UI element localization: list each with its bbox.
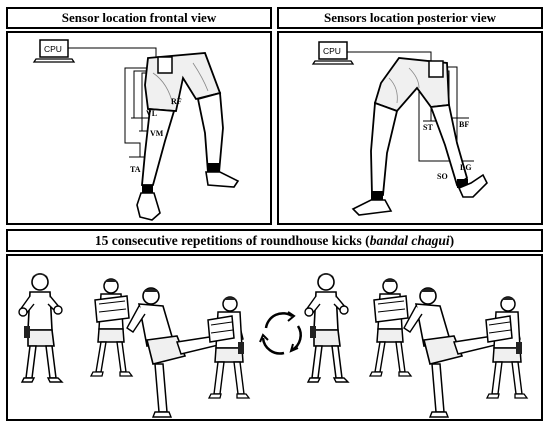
frontal-view-title-text: Sensor location frontal view xyxy=(61,10,217,25)
frontal-shorts xyxy=(144,52,222,112)
frontal-feet xyxy=(136,163,240,221)
posterior-feet xyxy=(351,173,488,216)
sensor-label-bf: BF xyxy=(459,120,469,129)
sensor-label-vl: VL xyxy=(146,109,157,118)
posterior-view-panel: CPU ST BF LG SO xyxy=(277,31,543,225)
sensor-label-vm: VM xyxy=(150,129,164,138)
frontal-view-panel: CPU R xyxy=(6,31,272,225)
pad-holder-figure xyxy=(90,278,133,377)
frontal-leg-diagram: CPU R xyxy=(32,39,240,221)
posterior-leg-diagram: CPU ST BF LG SO xyxy=(311,41,488,216)
kicks-panel xyxy=(6,254,543,421)
sensor-label-st: ST xyxy=(423,123,433,132)
sensor-label-ta: TA xyxy=(130,165,141,174)
frontal-cpu-label: CPU xyxy=(44,44,62,54)
sensor-label-so: SO xyxy=(437,172,448,181)
kick-receiver-figure xyxy=(485,296,528,399)
posterior-shorts xyxy=(373,57,450,113)
posterior-legs xyxy=(370,101,469,196)
kick-sequence-right xyxy=(304,272,528,418)
kick-sequence-left xyxy=(18,272,250,418)
repeat-cycle-icon xyxy=(259,311,302,355)
kick-receiver-figure xyxy=(207,296,250,399)
kicks-title-text: 15 consecutive repetitions of roundhouse… xyxy=(94,232,455,248)
posterior-view-title-text: Sensors location posterior view xyxy=(324,10,496,25)
sensor-label-rf: RF xyxy=(171,97,182,106)
posterior-view-title: Sensors location posterior view xyxy=(277,7,543,29)
kicks-title: 15 consecutive repetitions of roundhouse… xyxy=(6,229,543,252)
posterior-cpu-label: CPU xyxy=(323,46,341,56)
fighter-ready-stance xyxy=(18,272,63,383)
sensor-label-lg: LG xyxy=(460,163,472,172)
laptop-icon xyxy=(311,41,355,65)
kicks-illustration xyxy=(18,272,528,418)
fighter-ready-stance xyxy=(304,272,349,383)
frontal-view-title: Sensor location frontal view xyxy=(6,7,272,29)
